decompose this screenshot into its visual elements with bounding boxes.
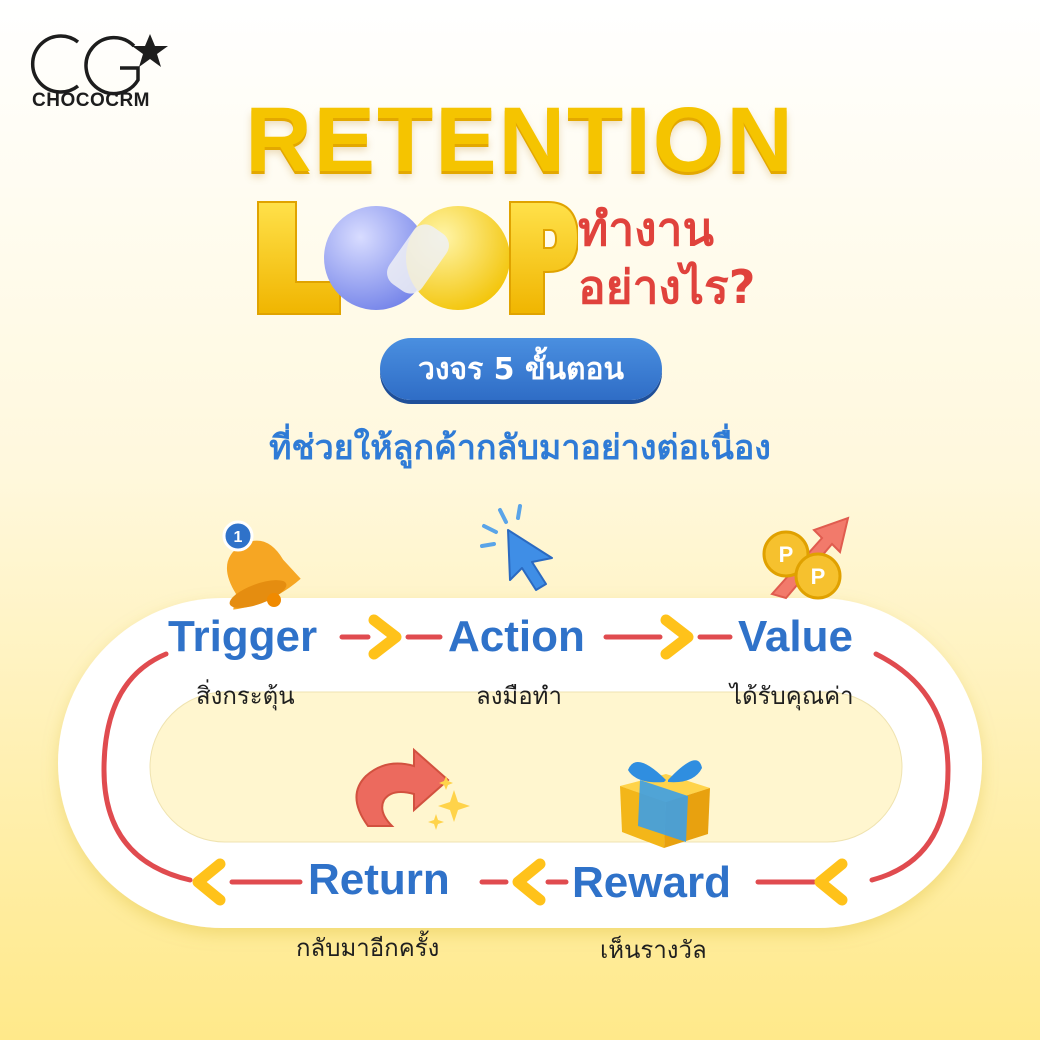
step-value-sub: ได้รับคุณค่า bbox=[730, 682, 854, 710]
return-arrow-icon bbox=[355, 747, 470, 830]
svg-text:P: P bbox=[779, 542, 794, 567]
chevron-right-icon bbox=[368, 614, 402, 660]
sparkle-icon bbox=[428, 776, 470, 830]
loop-title-art bbox=[257, 201, 578, 315]
bell-badge-count: 1 bbox=[234, 529, 243, 546]
step-return-sub: กลับมาอีกครั้ง bbox=[296, 934, 440, 962]
step-return-label: Return bbox=[308, 855, 450, 904]
chococrm-logo bbox=[31, 34, 168, 96]
chevron-right-icon bbox=[660, 614, 694, 660]
step-reward-sub: เห็นรางวัล bbox=[600, 936, 707, 964]
title-side-line2: อย่างไร? bbox=[578, 260, 756, 314]
gift-box-icon bbox=[620, 760, 710, 848]
step-trigger-label: Trigger bbox=[168, 612, 318, 661]
chevron-left-icon bbox=[814, 858, 848, 906]
title-side-line1: ทำงาน bbox=[578, 202, 714, 256]
step-trigger-sub: สิ่งกระตุ้น bbox=[196, 682, 295, 710]
subtitle: ที่ช่วยให้ลูกค้ากลับมาอย่างต่อเนื่อง bbox=[269, 428, 771, 468]
brand-name: CHOCOCRM bbox=[32, 90, 150, 111]
step-action-sub: ลงมือทำ bbox=[476, 682, 562, 710]
steps-pill-badge: วงจร 5 ขั้นตอน bbox=[380, 338, 662, 400]
step-action-label: Action bbox=[448, 612, 585, 661]
step-value-label: Value bbox=[738, 612, 853, 661]
chevron-left-icon bbox=[192, 858, 226, 906]
loop-track bbox=[58, 598, 982, 928]
step-reward-label: Reward bbox=[572, 858, 731, 907]
svg-text:P: P bbox=[811, 564, 826, 589]
star-icon bbox=[132, 34, 168, 67]
coins-growth-icon: P P bbox=[762, 516, 850, 600]
cursor-click-icon bbox=[480, 504, 553, 591]
title-how-it-works: ทำงาน อย่างไร? bbox=[578, 200, 755, 316]
title-retention: RETENTION bbox=[245, 89, 795, 191]
bell-icon: 1 bbox=[222, 520, 301, 610]
chevron-left-icon bbox=[512, 858, 546, 906]
